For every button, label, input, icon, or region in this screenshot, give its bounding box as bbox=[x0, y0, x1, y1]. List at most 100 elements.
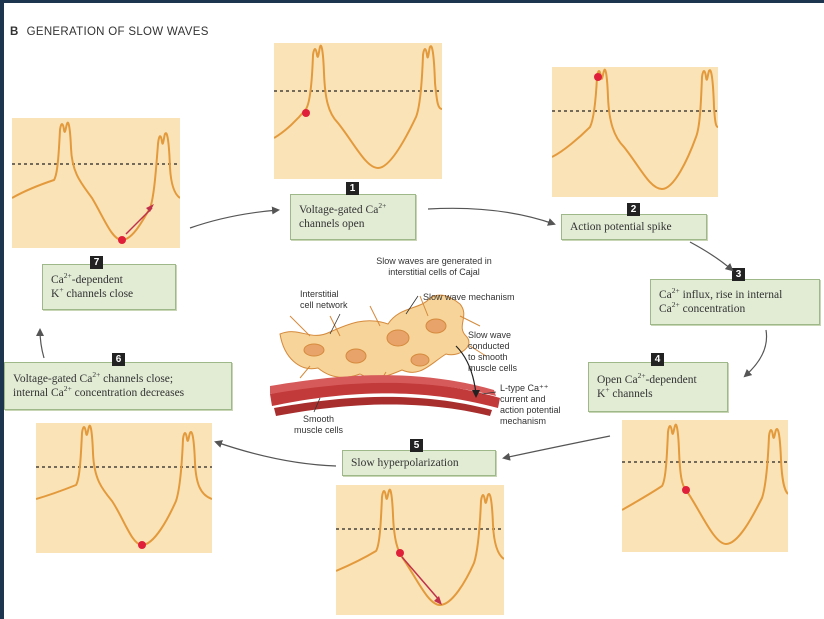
trace-chart-step1 bbox=[274, 44, 442, 170]
step-3-number: 3 bbox=[732, 268, 745, 281]
step-4-superscript-1: 2+ bbox=[637, 371, 646, 381]
arrow-5-to-6 bbox=[214, 440, 337, 467]
step-1-text-line2: channels open bbox=[299, 218, 365, 230]
label-conducted-line3: to smooth bbox=[468, 352, 508, 362]
conduction-arrowhead bbox=[472, 390, 480, 398]
conduction-arrow bbox=[455, 345, 477, 395]
membrane-trace bbox=[622, 423, 788, 546]
trace-panel-step1 bbox=[274, 43, 442, 179]
center-title-line1: Slow waves are generated in bbox=[376, 256, 492, 266]
step-3-text-line1-tail: influx, rise in internal bbox=[679, 289, 783, 301]
state-marker bbox=[302, 109, 310, 117]
transition-arrow bbox=[125, 207, 153, 235]
step-5-text: Slow hyperpolarization bbox=[351, 457, 459, 469]
label-ltype-line1: L-type Ca⁺⁺ bbox=[500, 383, 549, 393]
icc-illustration bbox=[270, 294, 500, 416]
arrow-7-to-1 bbox=[189, 206, 280, 229]
step-1-superscript: 2+ bbox=[378, 201, 387, 211]
transition-arrow bbox=[401, 556, 441, 602]
membrane-trace bbox=[36, 424, 212, 547]
membrane-trace bbox=[552, 68, 718, 191]
label-smooth-line1: Smooth bbox=[302, 414, 335, 424]
step-7-text-line2: K bbox=[51, 288, 60, 300]
step-4-text-line2: K bbox=[597, 388, 606, 400]
trace-panel-step6 bbox=[36, 423, 212, 553]
membrane-trace bbox=[12, 121, 180, 242]
label-conducted-line4: muscle cells bbox=[468, 363, 518, 373]
step-7-superscript-2: + bbox=[59, 285, 64, 295]
smooth-muscle-layer bbox=[270, 375, 500, 416]
step-2-text: Action potential spike bbox=[570, 221, 672, 233]
label-network-line2: cell network bbox=[300, 300, 348, 310]
step-4-text-line2-tail: channels bbox=[609, 388, 653, 400]
step-2-box: Action potential spike bbox=[561, 214, 707, 240]
membrane-trace bbox=[274, 44, 442, 170]
step-3-box: Ca2+ influx, rise in internal Ca2+ conce… bbox=[650, 279, 820, 325]
step-1-number: 1 bbox=[346, 182, 359, 195]
step-6-text-line1-tail: channels close; bbox=[100, 373, 174, 385]
figure-letter: B bbox=[10, 26, 19, 38]
step-4-text-line1: Open Ca bbox=[597, 374, 638, 386]
state-marker bbox=[138, 541, 146, 549]
label-interstitial-network: Interstitial cell network bbox=[300, 289, 348, 311]
step-5-box: Slow hyperpolarization bbox=[342, 450, 496, 476]
arrow-2-to-3 bbox=[689, 241, 734, 272]
trace-chart-step2 bbox=[552, 68, 718, 191]
step-1-box: Voltage-gated Ca2+ channels open bbox=[290, 194, 416, 240]
step-6-box: Voltage-gated Ca2+ channels close; inter… bbox=[4, 362, 232, 410]
trace-panel-step5 bbox=[336, 485, 504, 615]
step-1-text-line1: Voltage-gated Ca bbox=[299, 204, 379, 216]
trace-chart-step7 bbox=[12, 121, 180, 244]
step-3-superscript-2: 2+ bbox=[671, 300, 680, 310]
step-7-text-line1-tail: -dependent bbox=[71, 274, 123, 286]
step-7-text-line1: Ca bbox=[51, 274, 64, 286]
label-ltype-line3: action potential bbox=[500, 405, 561, 415]
transition-arrowhead bbox=[434, 596, 442, 605]
center-title: Slow waves are generated in interstitial… bbox=[352, 256, 516, 278]
step-3-text-line2-tail: concentration bbox=[679, 303, 746, 315]
ltype-leader bbox=[481, 391, 497, 395]
step-7-text-line2-tail: channels close bbox=[63, 288, 134, 300]
step-3-text-line1: Ca bbox=[659, 289, 672, 301]
trace-chart-step5 bbox=[336, 488, 504, 607]
step-3-text-line2: Ca bbox=[659, 303, 672, 315]
label-slow-wave-mechanism: Slow wave mechanism bbox=[423, 292, 515, 302]
frame-border-top bbox=[0, 0, 824, 3]
step-7-box: Ca2+-dependent K+ channels close bbox=[42, 264, 176, 310]
membrane-trace bbox=[336, 488, 504, 607]
step-6-number: 6 bbox=[112, 353, 125, 366]
step-3-superscript-1: 2+ bbox=[671, 286, 680, 296]
transition-arrowhead bbox=[146, 204, 154, 212]
step-7-number: 7 bbox=[90, 256, 103, 269]
arrow-6-to-7 bbox=[36, 328, 45, 359]
interstitial-cell-network bbox=[279, 294, 487, 383]
label-conducted-line1: Slow wave bbox=[468, 330, 512, 340]
trace-panel-step2 bbox=[552, 67, 718, 197]
trace-panel-step7 bbox=[12, 118, 180, 248]
step-6-superscript-2: 2+ bbox=[63, 384, 72, 394]
arrow-3-to-4 bbox=[743, 329, 768, 378]
label-ltype-line2: current and bbox=[500, 394, 546, 404]
step-2-number: 2 bbox=[627, 203, 640, 216]
step-6-text-line1: Voltage-gated Ca bbox=[13, 373, 93, 385]
label-ltype-line4: mechanism bbox=[500, 416, 547, 426]
state-marker bbox=[594, 73, 602, 81]
step-4-superscript-2: + bbox=[605, 385, 610, 395]
arrow-1-to-2 bbox=[427, 207, 556, 226]
label-smooth-muscle: Smooth muscle cells bbox=[294, 414, 343, 436]
frame-border-left bbox=[0, 0, 4, 619]
step-5-number: 5 bbox=[410, 439, 423, 452]
center-title-line2: interstitial cells of Cajal bbox=[388, 267, 480, 277]
step-6-text-line2-tail: concentration decreases bbox=[71, 387, 185, 399]
step-7-superscript-1: 2+ bbox=[63, 271, 72, 281]
label-slow-wave-conducted: Slow wave conducted to smooth muscle cel… bbox=[468, 330, 517, 374]
mechanism-leader bbox=[405, 295, 419, 315]
step-4-box: Open Ca2+-dependent K+ channels bbox=[588, 362, 728, 412]
step-4-text-line1-tail: -dependent bbox=[645, 374, 697, 386]
state-marker bbox=[396, 549, 404, 557]
smooth-leader bbox=[313, 397, 321, 413]
step-6-text-line2: internal Ca bbox=[13, 387, 64, 399]
trace-chart-step4 bbox=[622, 423, 788, 546]
arrow-4-to-5 bbox=[502, 435, 611, 461]
